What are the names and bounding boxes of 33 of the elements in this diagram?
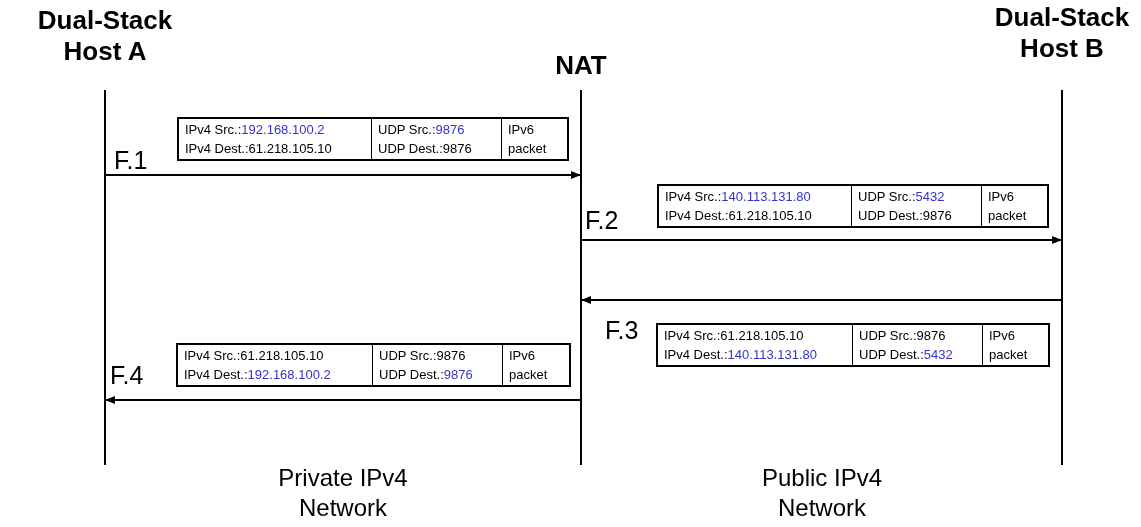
header-field: IPv4 Src.:61.218.105.10 — [184, 346, 366, 365]
header-field: UDP Dest.:9876 — [378, 139, 495, 158]
packet-box — [177, 117, 569, 161]
header-field: UDP Src.:9876 — [378, 120, 495, 139]
network-label: Private IPv4 Network — [277, 463, 409, 523]
header-field: IPv6 packet — [508, 120, 561, 158]
message-arrow — [580, 296, 1063, 304]
header-field: IPv4 Src.:140.113.131.80 — [665, 187, 845, 206]
header-field: IPv6 packet — [509, 346, 563, 384]
header-field: IPv4 Dest.:61.218.105.10 — [665, 206, 845, 225]
network-label: Public IPv4 Network — [760, 463, 884, 523]
header-field: UDP Src.:5432 — [858, 187, 975, 206]
packet-box — [657, 184, 1049, 228]
participant-label: Dual-Stack Host B — [993, 2, 1131, 64]
header-field: UDP Src.:9876 — [859, 326, 976, 345]
header-field: UDP Dest.:5432 — [859, 345, 976, 364]
header-field: IPv4 Src.:192.168.100.2 — [185, 120, 365, 139]
header-field: IPv4 Dest.:140.113.131.80 — [664, 345, 846, 364]
participant-label: Dual-Stack Host A — [36, 5, 174, 67]
header-field: UDP Dest.:9876 — [379, 365, 496, 384]
header-field: IPv4 Src.:61.218.105.10 — [664, 326, 846, 345]
message-arrow — [104, 171, 582, 179]
header-field: IPv4 Dest.:192.168.100.2 — [184, 365, 366, 384]
message-arrow — [580, 236, 1063, 244]
packet-box — [176, 343, 571, 387]
header-field: IPv6 packet — [988, 187, 1041, 225]
header-field: UDP Src.:9876 — [379, 346, 496, 365]
packet-box — [656, 323, 1050, 367]
message-arrow — [104, 396, 582, 404]
header-field: IPv4 Dest.:61.218.105.10 — [185, 139, 365, 158]
participant-label: NAT — [554, 50, 608, 81]
header-field: UDP Dest.:9876 — [858, 206, 975, 225]
header-field: IPv6 packet — [989, 326, 1042, 364]
